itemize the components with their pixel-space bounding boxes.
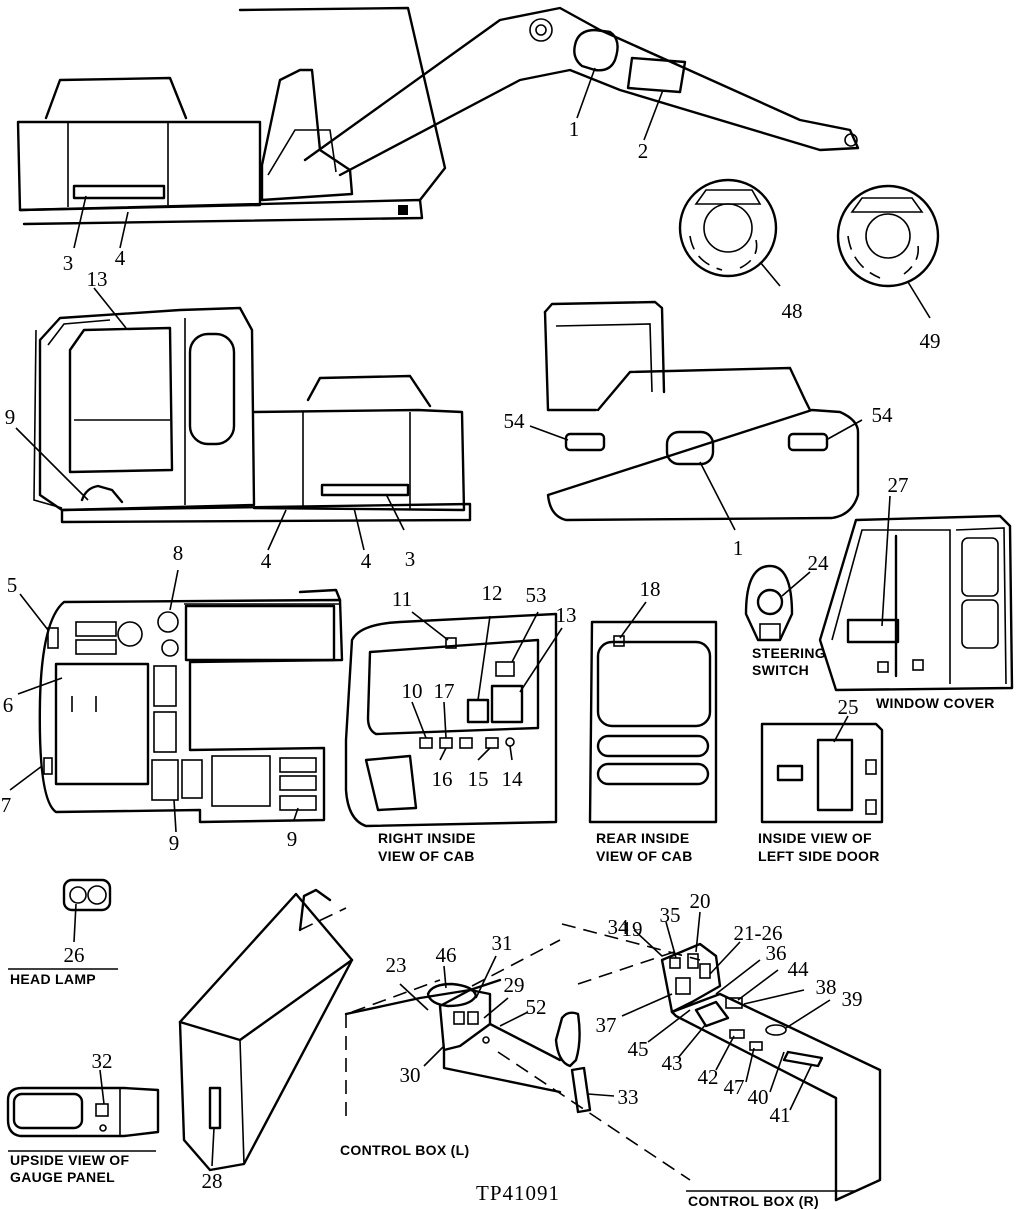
cab-side-view <box>33 306 472 524</box>
callout-4: 4 <box>115 246 126 270</box>
callout-44: 44 <box>788 957 810 981</box>
caption-window-cover: WINDOW COVER <box>876 695 995 711</box>
control-box-right-view <box>497 923 882 1202</box>
callout-18: 18 <box>640 577 661 601</box>
callout-9: 9 <box>5 405 16 429</box>
caption-control-box-right: CONTROL BOX (R) <box>688 1193 819 1209</box>
callout-21-26: 21-26 <box>734 921 783 945</box>
callout-54: 54 <box>504 409 526 433</box>
gauge-panel-upside-view <box>6 1086 160 1138</box>
right-inside-cab-view <box>344 612 558 828</box>
callout-32: 32 <box>92 1049 113 1073</box>
callout-7: 7 <box>1 793 12 817</box>
callout-15: 15 <box>468 767 489 791</box>
callout-36: 36 <box>766 941 787 965</box>
leader-lines <box>9 67 931 1167</box>
callout-26: 26 <box>64 943 85 967</box>
callout-12: 12 <box>482 581 503 605</box>
caption-steering-switch-line2: SWITCH <box>752 662 809 678</box>
callout-20: 20 <box>690 889 711 913</box>
callout-4: 4 <box>361 549 372 573</box>
excavator-side-view <box>16 6 860 226</box>
callout-27: 27 <box>888 473 909 497</box>
control-box-left-view <box>344 939 592 1120</box>
callout-10: 10 <box>402 679 423 703</box>
decal-1-top <box>573 28 619 72</box>
callout-25: 25 <box>838 695 859 719</box>
caption-gauge-panel-line1: UPSIDE VIEW OF <box>10 1152 129 1168</box>
steering-switch-view <box>744 564 794 642</box>
callout-9: 9 <box>169 831 180 855</box>
callout-3: 3 <box>405 547 416 571</box>
callout-13: 13 <box>556 603 577 627</box>
caption-right-inside-line1: RIGHT INSIDE <box>378 830 476 846</box>
callout-46: 46 <box>436 943 457 967</box>
callout-35: 35 <box>660 903 681 927</box>
callout-39: 39 <box>842 987 863 1011</box>
callout-38: 38 <box>816 975 837 999</box>
callout-52: 52 <box>526 995 547 1019</box>
callout-34: 34 <box>608 915 630 939</box>
callout-30: 30 <box>400 1063 421 1087</box>
caption-head-lamp: HEAD LAMP <box>10 971 96 987</box>
callout-47: 47 <box>724 1075 745 1099</box>
callout-31: 31 <box>492 931 513 955</box>
callout-numbers: 1 2 3 4 13 9 4 4 3 48 49 54 54 1 27 24 2… <box>1 117 941 1193</box>
decal-54-right <box>787 432 829 452</box>
callout-40: 40 <box>748 1085 769 1109</box>
caption-rear-inside-line1: REAR INSIDE <box>596 830 690 846</box>
callout-9: 9 <box>287 827 298 851</box>
caption-left-door-line1: INSIDE VIEW OF <box>758 830 872 846</box>
callout-24: 24 <box>808 551 830 575</box>
head-lamp-view <box>62 878 112 912</box>
window-cover-view <box>818 514 1014 692</box>
callout-14: 14 <box>502 767 524 791</box>
callout-11: 11 <box>392 587 412 611</box>
callout-1: 1 <box>733 536 744 560</box>
callout-16: 16 <box>432 767 453 791</box>
callout-5: 5 <box>7 573 18 597</box>
callout-29: 29 <box>504 973 525 997</box>
machine-rear-view <box>543 300 860 522</box>
callout-42: 42 <box>698 1065 719 1089</box>
seat-box-view <box>178 888 354 1172</box>
caption-rear-inside-line2: VIEW OF CAB <box>596 848 693 864</box>
caption-gauge-panel-line2: GAUGE PANEL <box>10 1169 115 1185</box>
callout-23: 23 <box>386 953 407 977</box>
callout-41: 41 <box>770 1103 791 1127</box>
callout-17: 17 <box>434 679 455 703</box>
caption-right-inside-line2: VIEW OF CAB <box>378 848 475 864</box>
callout-45: 45 <box>628 1037 649 1061</box>
round-decals <box>678 178 940 288</box>
left-door-inside-view <box>760 722 884 824</box>
callout-1: 1 <box>569 117 580 141</box>
callout-4: 4 <box>261 549 272 573</box>
callout-2: 2 <box>638 139 649 163</box>
callout-48: 48 <box>782 299 803 323</box>
callout-3: 3 <box>63 251 74 275</box>
callout-6: 6 <box>3 693 14 717</box>
rear-inside-cab-view <box>588 620 718 824</box>
callout-37: 37 <box>596 1013 617 1037</box>
figure-id: TP41091 <box>476 1181 560 1205</box>
callout-53: 53 <box>526 583 547 607</box>
caption-left-door-line2: LEFT SIDE DOOR <box>758 848 880 864</box>
callout-49: 49 <box>920 329 941 353</box>
decal-2 <box>626 56 687 94</box>
callout-54: 54 <box>872 403 894 427</box>
caption-control-box-left: CONTROL BOX (L) <box>340 1142 469 1158</box>
decal-1-rear <box>665 430 715 466</box>
callout-13: 13 <box>87 267 108 291</box>
caption-steering-switch-line1: STEERING <box>752 645 826 661</box>
decal-54-left <box>564 432 606 452</box>
callout-8: 8 <box>173 541 184 565</box>
dash-panel-view <box>38 588 344 824</box>
callout-19: 19 <box>622 917 643 941</box>
callout-33: 33 <box>618 1085 639 1109</box>
callout-28: 28 <box>202 1169 223 1193</box>
view-captions: STEERING SWITCH WINDOW COVER RIGHT INSID… <box>8 645 995 1209</box>
callout-43: 43 <box>662 1051 683 1075</box>
